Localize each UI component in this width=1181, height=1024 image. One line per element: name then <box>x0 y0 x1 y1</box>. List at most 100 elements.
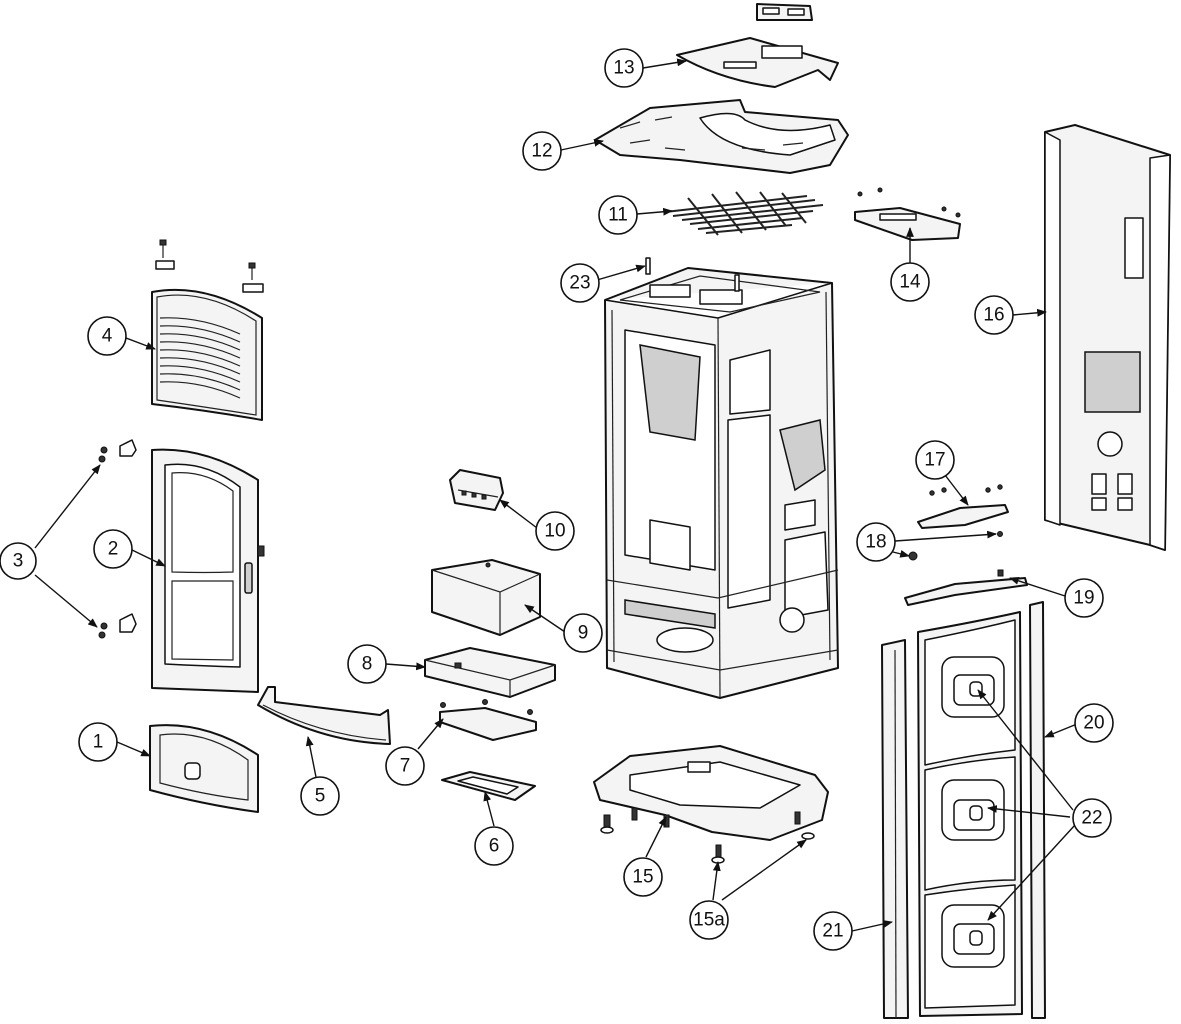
part-rear-side-panel <box>1044 124 1171 551</box>
callout-9: 9 <box>563 613 603 653</box>
callout-label-9: 9 <box>578 623 589 644</box>
leader-15a-1 <box>712 861 721 901</box>
part-top-ring-plate <box>594 99 849 174</box>
callout-22: 22 <box>1072 798 1112 838</box>
callout-10: 10 <box>535 511 575 551</box>
callout-label-10: 10 <box>544 521 565 542</box>
callout-17: 17 <box>915 440 955 480</box>
part-ash-container <box>431 559 541 636</box>
leader-11 <box>636 207 673 216</box>
callout-label-2: 2 <box>108 539 119 560</box>
callout-label-1: 1 <box>93 732 104 753</box>
part-main-frame <box>604 267 839 699</box>
leader-19 <box>1009 577 1066 597</box>
callout-label-15a: 15a <box>693 910 725 931</box>
part-mesh-grate <box>664 191 824 236</box>
leader-3a <box>34 464 101 549</box>
leader-10 <box>499 499 538 529</box>
callout-8: 8 <box>347 644 387 684</box>
callout-label-14: 14 <box>899 272 921 293</box>
part-mounting-plate <box>439 699 537 741</box>
part-front-door <box>151 448 265 693</box>
callout-label-11: 11 <box>608 205 628 226</box>
callout-label-3: 3 <box>13 551 24 572</box>
callout-5: 5 <box>300 776 340 816</box>
callout-20: 20 <box>1074 703 1114 743</box>
part-right-side-strip <box>1029 601 1046 1019</box>
leader-9 <box>524 604 566 633</box>
callout-11: 11 <box>598 195 638 235</box>
callout-label-17: 17 <box>924 450 945 471</box>
leader-22a <box>977 689 1074 811</box>
callout-4: 4 <box>87 316 127 356</box>
part-top-cover <box>676 3 839 88</box>
part-support-bracket <box>854 187 961 241</box>
leader-20 <box>1044 723 1078 738</box>
part-base-plate <box>593 745 829 841</box>
part-side-tile-panel <box>917 611 1023 1017</box>
callout-label-16: 16 <box>983 305 1004 326</box>
callout-label-8: 8 <box>362 654 373 675</box>
leader-15a-2 <box>721 839 807 901</box>
leader-13 <box>642 58 687 69</box>
leader-23 <box>596 264 646 281</box>
leader-2 <box>129 548 166 567</box>
part-left-side-post <box>881 639 909 1019</box>
callout-7: 7 <box>385 746 425 786</box>
leader-7 <box>417 718 444 750</box>
callout-label-22: 22 <box>1081 808 1102 829</box>
part-top-grille-panel <box>151 239 264 421</box>
leader-5 <box>305 736 317 778</box>
callout-6: 6 <box>474 826 514 866</box>
part-drawer-tray <box>424 647 556 698</box>
part-hinge-brackets <box>98 439 137 639</box>
leader-3b <box>34 574 98 628</box>
leader-12 <box>560 139 604 151</box>
leader-16 <box>1012 308 1047 317</box>
callout-14: 14 <box>890 262 930 302</box>
leader-18b <box>892 550 910 558</box>
callout-18: 18 <box>856 522 896 562</box>
part-hinge-bracket <box>917 484 1009 537</box>
callout-15: 15 <box>623 857 663 897</box>
part-bottom-trim <box>257 686 391 745</box>
leader-18 <box>894 530 997 542</box>
callout-label-12: 12 <box>531 141 552 162</box>
part-control-box <box>449 469 504 511</box>
leader-1 <box>116 741 151 757</box>
callout-label-4: 4 <box>102 326 113 347</box>
leader-8 <box>385 662 426 671</box>
callout-label-23: 23 <box>569 273 590 294</box>
callout-23: 23 <box>560 263 600 303</box>
leader-15 <box>645 816 667 858</box>
part-gasket-frame <box>441 771 536 801</box>
callout-21: 21 <box>813 911 853 951</box>
callout-label-13: 13 <box>613 58 634 79</box>
callout-label-21: 21 <box>822 921 843 942</box>
callout-2: 2 <box>93 529 133 569</box>
callout-15a: 15a <box>689 900 729 940</box>
callout-1: 1 <box>78 722 118 762</box>
callout-13: 13 <box>604 48 644 88</box>
leader-22b <box>987 805 1071 818</box>
leader-17 <box>944 474 969 506</box>
leader-lines <box>34 58 1078 932</box>
leader-22c <box>987 824 1076 921</box>
callout-3: 3 <box>0 542 37 580</box>
callout-12: 12 <box>522 131 562 171</box>
callout-16: 16 <box>974 295 1014 335</box>
part-adjustable-feet <box>711 844 725 864</box>
callout-label-6: 6 <box>489 836 500 857</box>
callout-label-19: 19 <box>1073 588 1094 609</box>
callout-label-7: 7 <box>400 756 411 777</box>
leader-4 <box>125 337 156 350</box>
callout-19: 19 <box>1064 578 1104 618</box>
callout-label-15: 15 <box>632 867 653 888</box>
leader-21 <box>851 920 893 932</box>
callout-label-18: 18 <box>865 532 886 553</box>
part-knob <box>908 551 918 561</box>
leader-6 <box>483 791 495 827</box>
callout-label-5: 5 <box>315 786 326 807</box>
part-pin <box>645 257 740 292</box>
